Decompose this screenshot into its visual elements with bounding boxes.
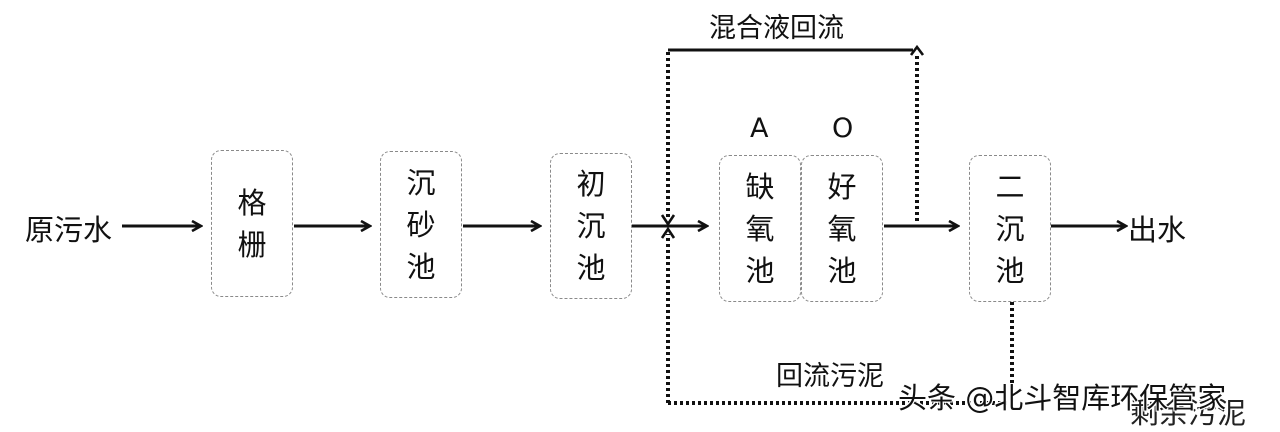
output-label: 出水 [1128,213,1187,247]
return-sludge-label: 回流污泥 [776,361,884,392]
stage-char: 二 [995,169,1025,204]
input-label: 原污水 [25,213,113,247]
stage-char: 缺 [745,169,775,204]
stage-anoxic-tank: 缺 氧 池 [719,155,801,302]
stage-char: 池 [406,249,436,284]
stage-grit-chamber: 沉 砂 池 [380,151,462,298]
stage-char: 沉 [576,209,606,243]
junction-down-arrowhead [660,214,676,227]
stage-char: 砂 [406,207,436,242]
stage-char: 初 [576,167,606,201]
watermark-text: 头条 @北斗智库环保管家 [898,381,1227,415]
process-diagram: 原污水 出水 格 栅 沉 砂 池 初 沉 池 缺 氧 池 好 氧 池 二 沉 池… [25,13,1280,430]
stage-aerobic-tank: 好 氧 池 [801,155,883,302]
stage-char: 沉 [995,211,1025,246]
stage-char: 池 [995,253,1025,288]
stage-char: 氧 [827,211,857,246]
anoxic-tag-label: A [750,113,769,144]
stage-char: 格 [237,185,267,220]
mixed-liquor-return-label: 混合液回流 [709,13,844,44]
stage-char: 氧 [745,211,775,246]
mixed-liquor-return-arrowhead [909,44,925,56]
stage-char: 好 [827,169,857,204]
stage-char: 池 [745,253,775,288]
stage-char: 池 [576,251,606,285]
stage-secondary-clarifier: 二 沉 池 [969,155,1051,302]
stage-char: 栅 [237,227,267,262]
aerobic-tag-label: O [832,113,854,144]
stage-char: 池 [827,253,857,288]
connector-layer [122,44,1280,405]
stage-char: 沉 [406,165,436,200]
stage-primary-clarifier: 初 沉 池 [550,153,632,299]
junction-up-arrowhead [660,226,676,239]
stage-grille: 格 栅 [211,150,293,297]
